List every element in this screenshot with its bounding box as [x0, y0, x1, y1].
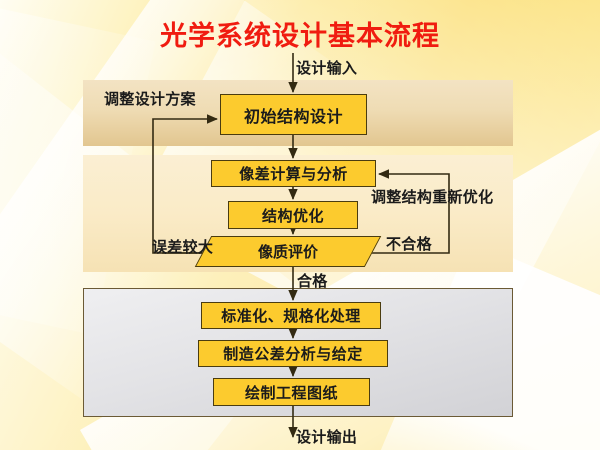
- label-design-input: 设计输入: [296, 61, 358, 77]
- label-readjust-structure: 调整结构重新优化: [371, 190, 494, 206]
- flow-node-initial-structure-design[interactable]: 初始结构设计: [220, 94, 367, 135]
- flow-node-image-quality-evaluation[interactable]: 像质评价: [194, 236, 382, 267]
- flow-node-engineering-drawing[interactable]: 绘制工程图纸: [213, 378, 370, 406]
- label-unqualified: 不合格: [386, 237, 432, 253]
- flow-node-aberration-analysis[interactable]: 像差计算与分析: [211, 160, 376, 187]
- flow-node-label: 像质评价: [257, 245, 318, 261]
- flow-node-structure-optimization[interactable]: 结构优化: [228, 201, 358, 229]
- flow-node-manufacturing-tolerance[interactable]: 制造公差分析与给定: [198, 340, 388, 367]
- label-large-error: 误差较大: [152, 240, 214, 256]
- label-qualified: 合格: [297, 274, 328, 290]
- page-title: 光学系统设计基本流程: [160, 21, 440, 51]
- flow-node-standardization[interactable]: 标准化、规格化处理: [201, 302, 381, 329]
- label-design-output: 设计输出: [296, 430, 358, 446]
- label-adjust-design-plan: 调整设计方案: [104, 92, 196, 108]
